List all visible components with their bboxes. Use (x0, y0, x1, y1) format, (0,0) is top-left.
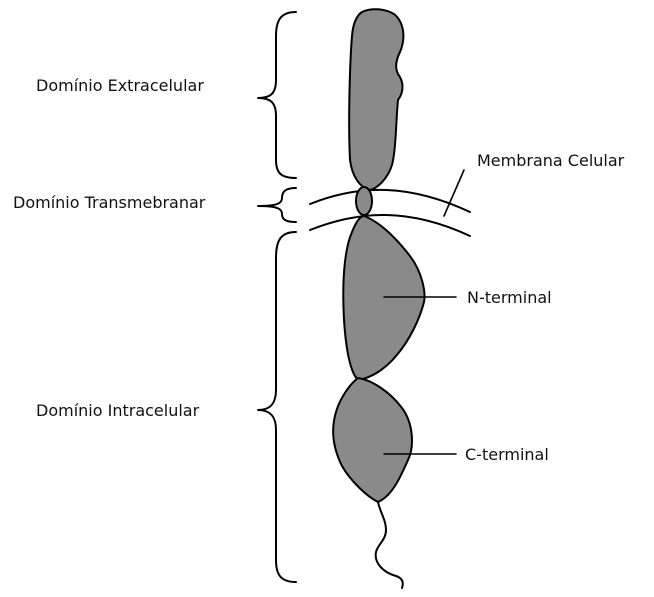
extracellular-brace (258, 12, 296, 178)
n-terminal-label: N-terminal (467, 289, 552, 307)
c-terminal-label: C-terminal (465, 446, 549, 464)
membrane-label: Membrana Celular (477, 152, 624, 170)
c-terminal-lobe-shape (333, 378, 412, 502)
extracellular-domain-shape (349, 9, 403, 190)
intracellular-brace (258, 232, 296, 582)
c-terminal-tail (376, 502, 403, 588)
membrane-pointer-line (444, 170, 464, 216)
membrane-outer-line (310, 190, 470, 212)
transmembrane-brace (258, 188, 296, 222)
transmembrane-domain-label: Domínio Transmebranar (13, 194, 205, 212)
transmembrane-segment-shape (356, 187, 372, 215)
extracellular-domain-label: Domínio Extracelular (36, 77, 204, 95)
intracellular-domain-label: Domínio Intracelular (36, 402, 199, 420)
n-terminal-lobe-shape (343, 216, 424, 380)
